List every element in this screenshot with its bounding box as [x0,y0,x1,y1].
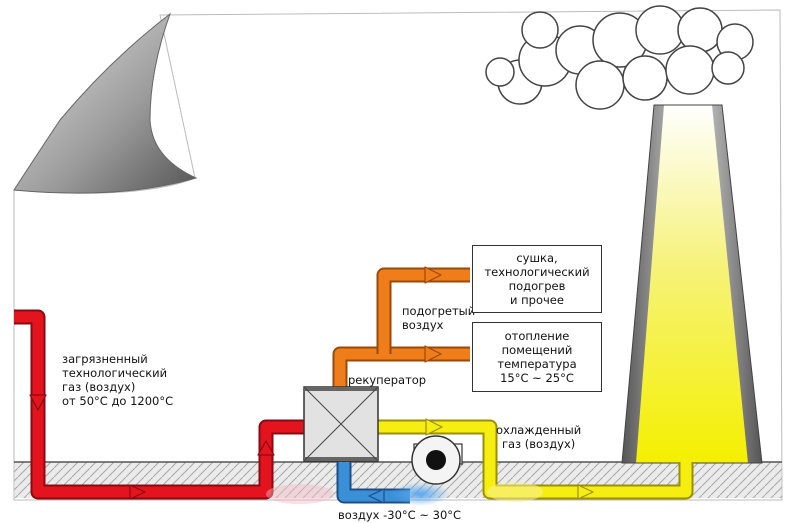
ambient-air-label: воздух -30°C ~ 30°C [338,508,462,522]
heated-air-label: подогретый воздух [402,304,476,332]
arrow-orange-right-top [424,266,442,284]
space-heating-box: отопление помещений температура 15°C ~ 2… [472,322,602,392]
arrow-orange-right-bottom [424,345,442,363]
cold-air-pipe [266,462,543,506]
cooled-gas-label: охлажденный газ (воздух) [496,423,582,451]
arrow-hot-right [129,484,146,500]
polluted-gas-label: загрязненный технологический газ (воздух… [62,352,174,408]
recuperator-label: рекуператор [348,373,427,387]
fan [411,435,463,485]
smoke-cloud [485,5,754,110]
arrow-yellow-right-bottom [577,484,594,500]
arrow-hot-up [257,440,275,456]
chimney [621,104,763,464]
recuperator [303,386,379,462]
flow-arrows [29,266,594,504]
arrow-hot-down [29,394,47,411]
arrow-blue-left [368,488,385,504]
hot-gas-pipe [14,309,304,500]
drying-box: сушка, технологический подогрев и прочее [472,245,602,313]
arrow-yellow-right [425,418,443,436]
